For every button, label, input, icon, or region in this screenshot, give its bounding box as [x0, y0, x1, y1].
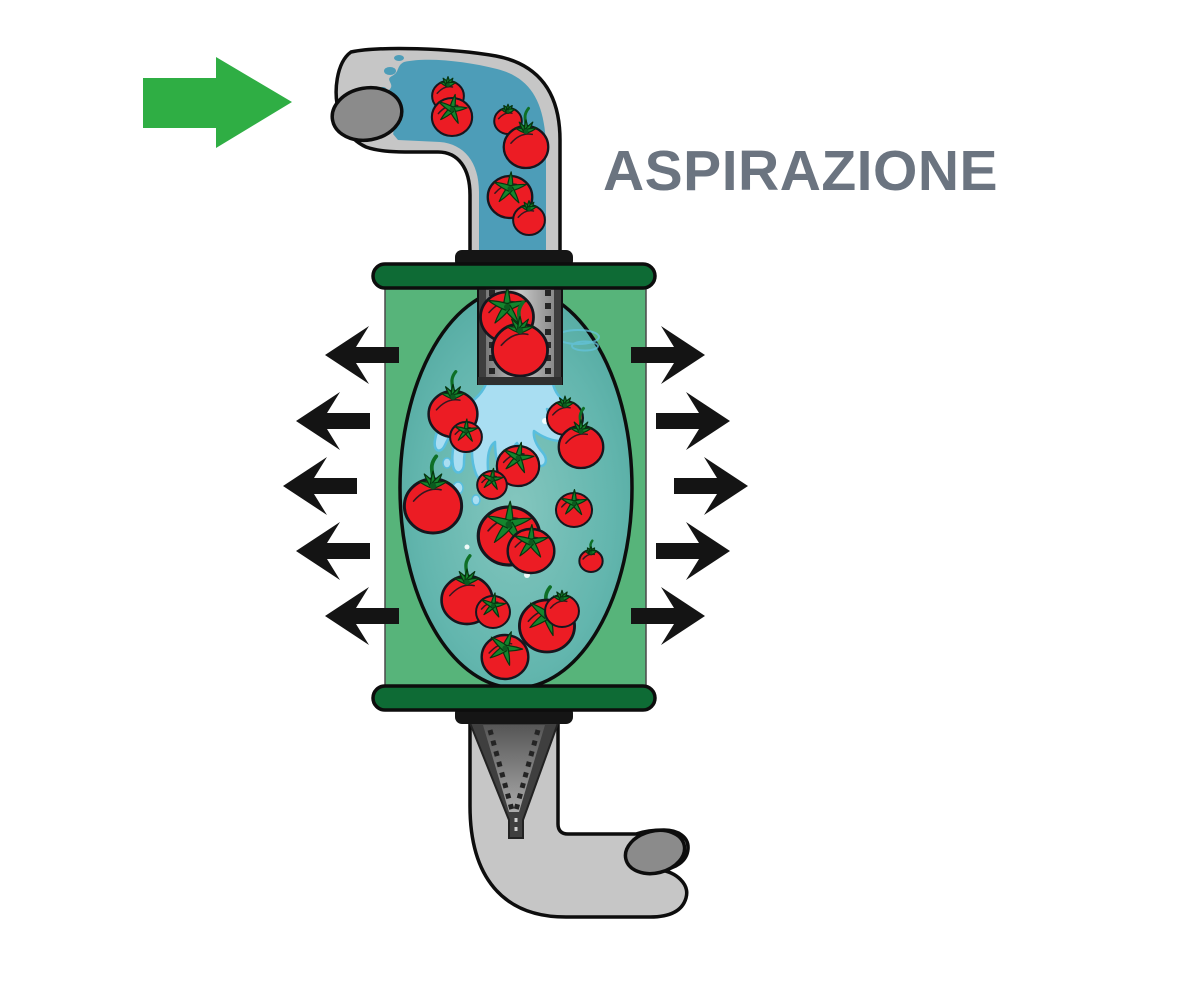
tomato [554, 489, 594, 528]
discharge-funnel [468, 722, 560, 839]
tank-tomatoes [402, 370, 605, 681]
tomato [475, 592, 511, 629]
suction-arrow-left-5 [325, 587, 399, 645]
inlet-flow-arrow [143, 57, 292, 148]
tomato [430, 93, 474, 138]
funnel-inner [483, 725, 545, 812]
chute-bottom-lip [478, 377, 562, 385]
aspirazione-label: ASPIRAZIONE [603, 139, 999, 203]
tomato [480, 631, 530, 681]
inlet-nozzle [330, 85, 404, 143]
suction-arrow-right-3 [674, 457, 748, 515]
tomato [491, 300, 549, 378]
suction-arrow-left-1 [325, 326, 399, 384]
suction-arrow-left-4 [296, 522, 370, 580]
tomato [449, 418, 483, 453]
inlet-pipe-tomatoes [430, 76, 550, 236]
funnel-perforation-left [487, 729, 515, 811]
suction-arrows-left [283, 326, 399, 645]
tomato [495, 441, 541, 488]
outlet-nozzle [623, 828, 687, 876]
tomato [512, 200, 546, 236]
tomato [578, 539, 604, 573]
suction-arrow-right-2 [656, 392, 730, 450]
suction-arrow-right-5 [631, 587, 705, 645]
inlet-pipe [330, 46, 573, 268]
tomato [506, 524, 556, 575]
tank-cap-top [371, 262, 657, 290]
suction-arrow-left-2 [296, 392, 370, 450]
tomato [557, 406, 605, 470]
tomato [402, 454, 464, 535]
tomato [502, 106, 550, 170]
tomato [476, 467, 508, 500]
tank-cap-bottom [371, 684, 657, 712]
suction-arrow-left-3 [283, 457, 357, 515]
suction-arrow-right-4 [656, 522, 730, 580]
suction-arrow-right-1 [631, 326, 705, 384]
suction-arrows-right [631, 326, 748, 645]
chute-tomatoes [479, 286, 549, 378]
tomato [544, 589, 580, 628]
funnel-perforation-right [513, 729, 541, 811]
